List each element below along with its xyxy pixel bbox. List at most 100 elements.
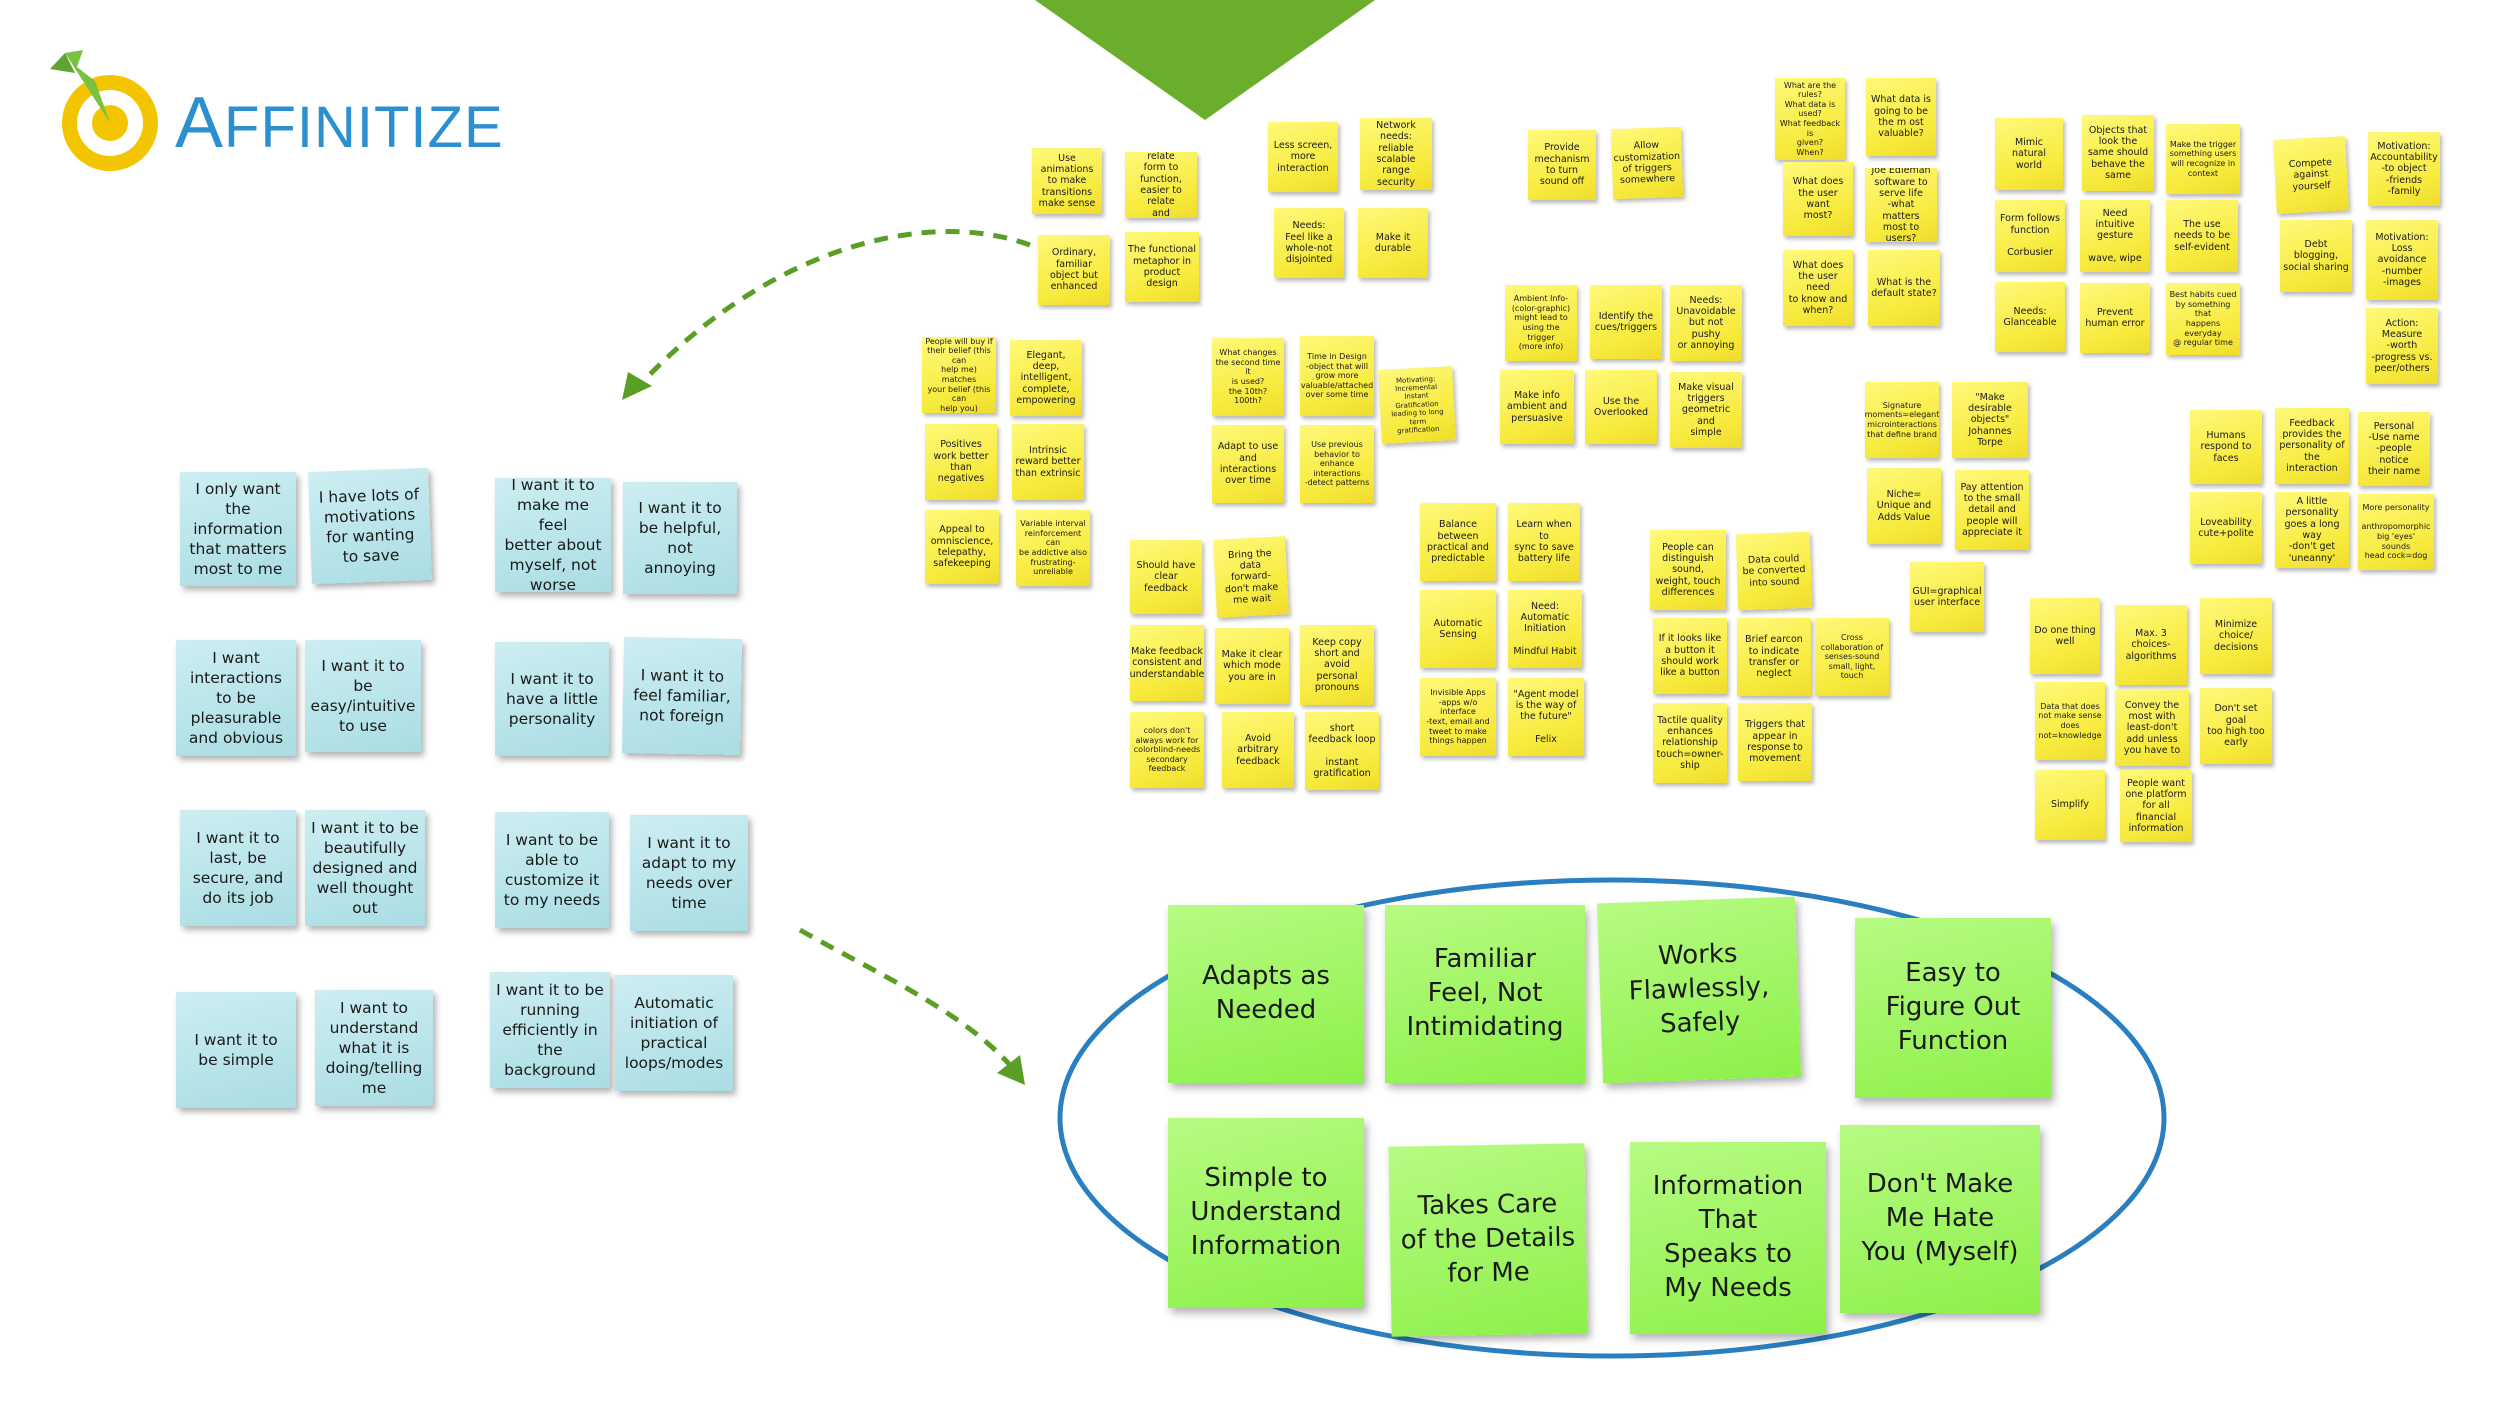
arrowhead-left xyxy=(622,372,652,400)
research-note: Make it clear which mode you are in xyxy=(1215,628,1289,704)
research-note: Debt blogging, social sharing xyxy=(2280,220,2352,292)
theme-note: Simple to Understand Information xyxy=(1168,1118,1364,1308)
research-note: Allow customization of triggers somewher… xyxy=(1610,126,1684,200)
research-note: Automatic Sensing xyxy=(1420,590,1496,668)
research-note: Keep copy short and avoid personal prono… xyxy=(1300,625,1374,705)
theme-note: Adapts as Needed xyxy=(1168,905,1364,1083)
research-note: Motivating: Incremental Instant Gratific… xyxy=(1378,366,1456,444)
research-note: Make feedback consistent and understanda… xyxy=(1130,625,1204,701)
research-note: Make info ambient and persuasive xyxy=(1500,370,1574,444)
research-note: Needs: Feel like a whole-not disjointed xyxy=(1274,208,1344,278)
research-note: Minimize choice/ decisions xyxy=(2200,598,2272,674)
research-note: Max. 3 choices- algorithms xyxy=(2115,605,2187,685)
research-note: Intrinsic reward better than extrinsic xyxy=(1012,424,1084,500)
research-note: Positives work better than negatives xyxy=(925,424,997,500)
research-note: People can distinguish sound, weight, to… xyxy=(1650,530,1726,610)
research-note: "Make desirable objects" Johannes Torpe xyxy=(1952,382,2028,458)
research-note: "Agent model is the way of the future" F… xyxy=(1508,678,1584,756)
research-note: Needs: Unavoidable but not pushy or anno… xyxy=(1670,285,1742,361)
research-note: Use animations to make transitions make … xyxy=(1032,148,1102,214)
research-note: Ambient Info- (color-graphic) might lead… xyxy=(1505,285,1577,361)
top-triangle xyxy=(1035,0,1375,120)
dashed-arrow-left xyxy=(638,229,1031,387)
research-note: More personality anthropomorphic big 'ey… xyxy=(2358,494,2434,570)
research-note: Personal -Use name -people notice their … xyxy=(2358,412,2430,486)
need-note: I want it to be easy/intuitive to use xyxy=(305,640,421,752)
need-note: I want it to be simple xyxy=(176,992,296,1108)
research-note: Data could be converted into sound xyxy=(1735,531,1813,611)
research-note: Make the trigger something users will re… xyxy=(2166,124,2240,194)
need-note: I want it to be helpful, not annoying xyxy=(623,482,737,594)
research-note: Use previous behavior to enhance interac… xyxy=(1300,425,1374,503)
research-note: What changes the second time it is used?… xyxy=(1212,338,1284,416)
research-note: Feedback provides the personality of the… xyxy=(2275,408,2349,484)
research-note: Avoid arbitrary feedback xyxy=(1222,712,1294,788)
research-note: Motivation: Loss avoidance -number -imag… xyxy=(2366,220,2438,300)
need-note: I want it to be running efficiently in t… xyxy=(490,972,610,1088)
research-note: Action: Measure -worth -progress vs. pee… xyxy=(2366,308,2438,384)
research-note: Tactile quality enhances relationship to… xyxy=(1653,703,1727,783)
research-note: Form follows function Corbusier xyxy=(1995,200,2065,272)
research-note: Mimic natural world xyxy=(1995,118,2063,190)
research-note: Best habits cued by something that happe… xyxy=(2166,283,2240,355)
logo-text-rest: FFINITIZE xyxy=(224,95,504,160)
research-note: Less screen, more interaction xyxy=(1268,122,1338,192)
research-note: The use needs to be self-evident xyxy=(2166,200,2238,272)
research-note: Need intuitive gesture wave, wipe xyxy=(2080,200,2150,272)
research-note: Should have clear feedback xyxy=(1130,540,1202,614)
research-note: Brief earcon to indicate transfer or neg… xyxy=(1737,618,1811,696)
need-note: I want to understand what it is doing/te… xyxy=(315,990,433,1106)
need-note: I want to be able to customize it to my … xyxy=(495,812,609,928)
research-note: Bring the data forward- don't make me wa… xyxy=(1213,536,1289,618)
need-note: I want it to make me feel better about m… xyxy=(495,478,611,592)
theme-note: Information That Speaks to My Needs xyxy=(1630,1142,1826,1334)
research-note: Ordinary, familiar object but enhanced xyxy=(1038,235,1110,305)
research-note: Simplify xyxy=(2035,770,2105,840)
themes-ellipse xyxy=(1057,877,2167,1359)
need-note: I want it to adapt to my needs over time xyxy=(630,815,748,931)
need-note: Automatic initiation of practical loops/… xyxy=(615,975,733,1091)
research-note: Prevent human error xyxy=(2080,283,2150,353)
research-note: Need: Automatic Initiation Mindful Habit xyxy=(1508,590,1582,668)
need-note: I want it to be beautifully designed and… xyxy=(305,810,425,926)
research-note: Learn when to sync to save battery life xyxy=(1508,503,1580,581)
research-note: What data is going to be the m ost valua… xyxy=(1866,78,1936,156)
research-note: Joe Edleman software to serve life -what… xyxy=(1865,168,1937,242)
research-note: Pay attention to the small detail and pe… xyxy=(1955,470,2029,550)
research-note: Cross collaboration of senses-sound smal… xyxy=(1815,618,1889,696)
dashed-arrow-bottom xyxy=(798,927,1012,1067)
research-note: Use the Overlooked xyxy=(1585,370,1657,444)
research-note: Identify the cues/triggers xyxy=(1590,285,1662,359)
research-note: Signature moments=elegant microinteracti… xyxy=(1865,382,1939,458)
research-note: Provide mechanism to turn sound off xyxy=(1528,130,1596,200)
research-note: Loveability cute+polite xyxy=(2190,492,2262,564)
research-note: Objects that look the same should behave… xyxy=(2082,115,2154,191)
research-note: short feedback loop instant gratificatio… xyxy=(1305,712,1379,790)
research-note: Don't set goal too high too early xyxy=(2200,688,2272,764)
need-note: I want it to last, be secure, and do its… xyxy=(180,810,296,926)
research-note: Convey the most with least-don't add unl… xyxy=(2115,690,2189,766)
research-note: Invisible Apps -apps w/o interface -text… xyxy=(1420,678,1496,756)
research-note: What does the user want most? xyxy=(1783,162,1853,236)
need-note: I only want the information that matters… xyxy=(180,472,296,586)
theme-note: Takes Care of the Details for Me xyxy=(1388,1143,1588,1337)
research-note: Needs: Glanceable xyxy=(1995,282,2065,352)
logo-wordmark: AFFINITIZE xyxy=(175,82,504,164)
research-note: Make it durable xyxy=(1358,208,1428,278)
research-note: Appeal to omniscience, telepathy, safeke… xyxy=(925,510,999,584)
research-note: Need to relate form to function, easier … xyxy=(1125,152,1197,218)
need-note: I want it to feel familiar, not foreign xyxy=(621,636,743,756)
theme-note: Don't Make Me Hate You (Myself) xyxy=(1840,1125,2040,1313)
research-note: Do one thing well xyxy=(2030,598,2100,674)
arrowhead-bottom xyxy=(997,1055,1025,1085)
research-note: What are the rules? What data is used? W… xyxy=(1775,78,1845,160)
theme-note: Easy to Figure Out Function xyxy=(1855,918,2051,1098)
research-note: Humans respond to faces xyxy=(2190,410,2262,484)
research-note: Variable interval reinforcement can be a… xyxy=(1016,510,1090,586)
research-note: People want one platform for all financi… xyxy=(2120,770,2192,842)
research-note: Triggers that appear in response to move… xyxy=(1738,703,1812,781)
research-note: What does the user need to know and when… xyxy=(1783,250,1853,326)
research-note: The functional metaphor in product desig… xyxy=(1125,232,1199,302)
